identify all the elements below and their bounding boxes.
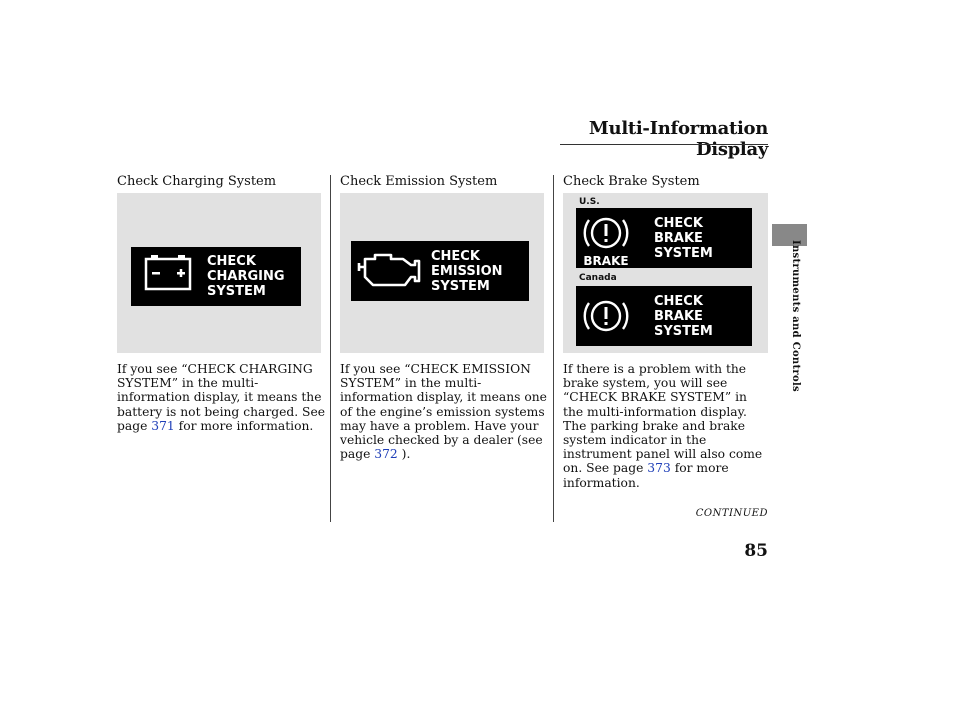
page-title: Multi-Information Display <box>588 118 768 160</box>
charging-figure: CHECK CHARGING SYSTEM <box>117 193 321 353</box>
emission-description: If you see “CHECK EMISSION SYSTEM” in th… <box>340 362 547 462</box>
emission-display-text: CHECK EMISSION SYSTEM <box>431 248 503 294</box>
page-link-371[interactable]: 371 <box>151 418 175 433</box>
side-tab-label: Instruments and Controls <box>790 240 801 392</box>
us-label: U.S. <box>579 197 600 207</box>
charging-display-text: CHECK CHARGING SYSTEM <box>207 254 285 299</box>
page-link-372[interactable]: 372 <box>374 447 398 462</box>
battery-icon <box>144 255 192 291</box>
brake-display-us: BRAKE CHECK BRAKE SYSTEM <box>576 208 752 268</box>
column-divider <box>553 175 554 522</box>
section-title-charging: Check Charging System <box>117 174 277 189</box>
page-link-373[interactable]: 373 <box>647 461 671 476</box>
brake-figure: U.S. BRAKE CHECK BRAKE SYSTEM Canada CHE… <box>563 193 768 353</box>
section-title-brake: Check Brake System <box>563 174 700 189</box>
page-number: 85 <box>744 541 768 561</box>
brake-warning-icon <box>583 300 629 332</box>
charging-description: If you see “CHECK CHARGING SYSTEM” in th… <box>117 362 326 433</box>
emission-display: CHECK EMISSION SYSTEM <box>351 241 529 301</box>
brake-word: BRAKE <box>583 254 628 268</box>
check-engine-icon <box>357 253 421 287</box>
brake-display-us-text: CHECK BRAKE SYSTEM <box>654 215 713 261</box>
brake-warning-icon: BRAKE <box>583 217 629 268</box>
canada-label: Canada <box>579 273 617 283</box>
emission-figure: CHECK EMISSION SYSTEM <box>340 193 544 353</box>
continued-label: CONTINUED <box>695 508 768 519</box>
brake-display-canada: CHECK BRAKE SYSTEM <box>576 286 752 346</box>
brake-display-canada-text: CHECK BRAKE SYSTEM <box>654 293 713 339</box>
brake-description: If there is a problem with the brake sys… <box>563 362 763 490</box>
section-title-emission: Check Emission System <box>340 174 498 189</box>
column-divider <box>330 175 331 522</box>
header-rule <box>560 144 768 145</box>
charging-display: CHECK CHARGING SYSTEM <box>131 247 301 306</box>
side-tab-marker <box>772 224 807 246</box>
